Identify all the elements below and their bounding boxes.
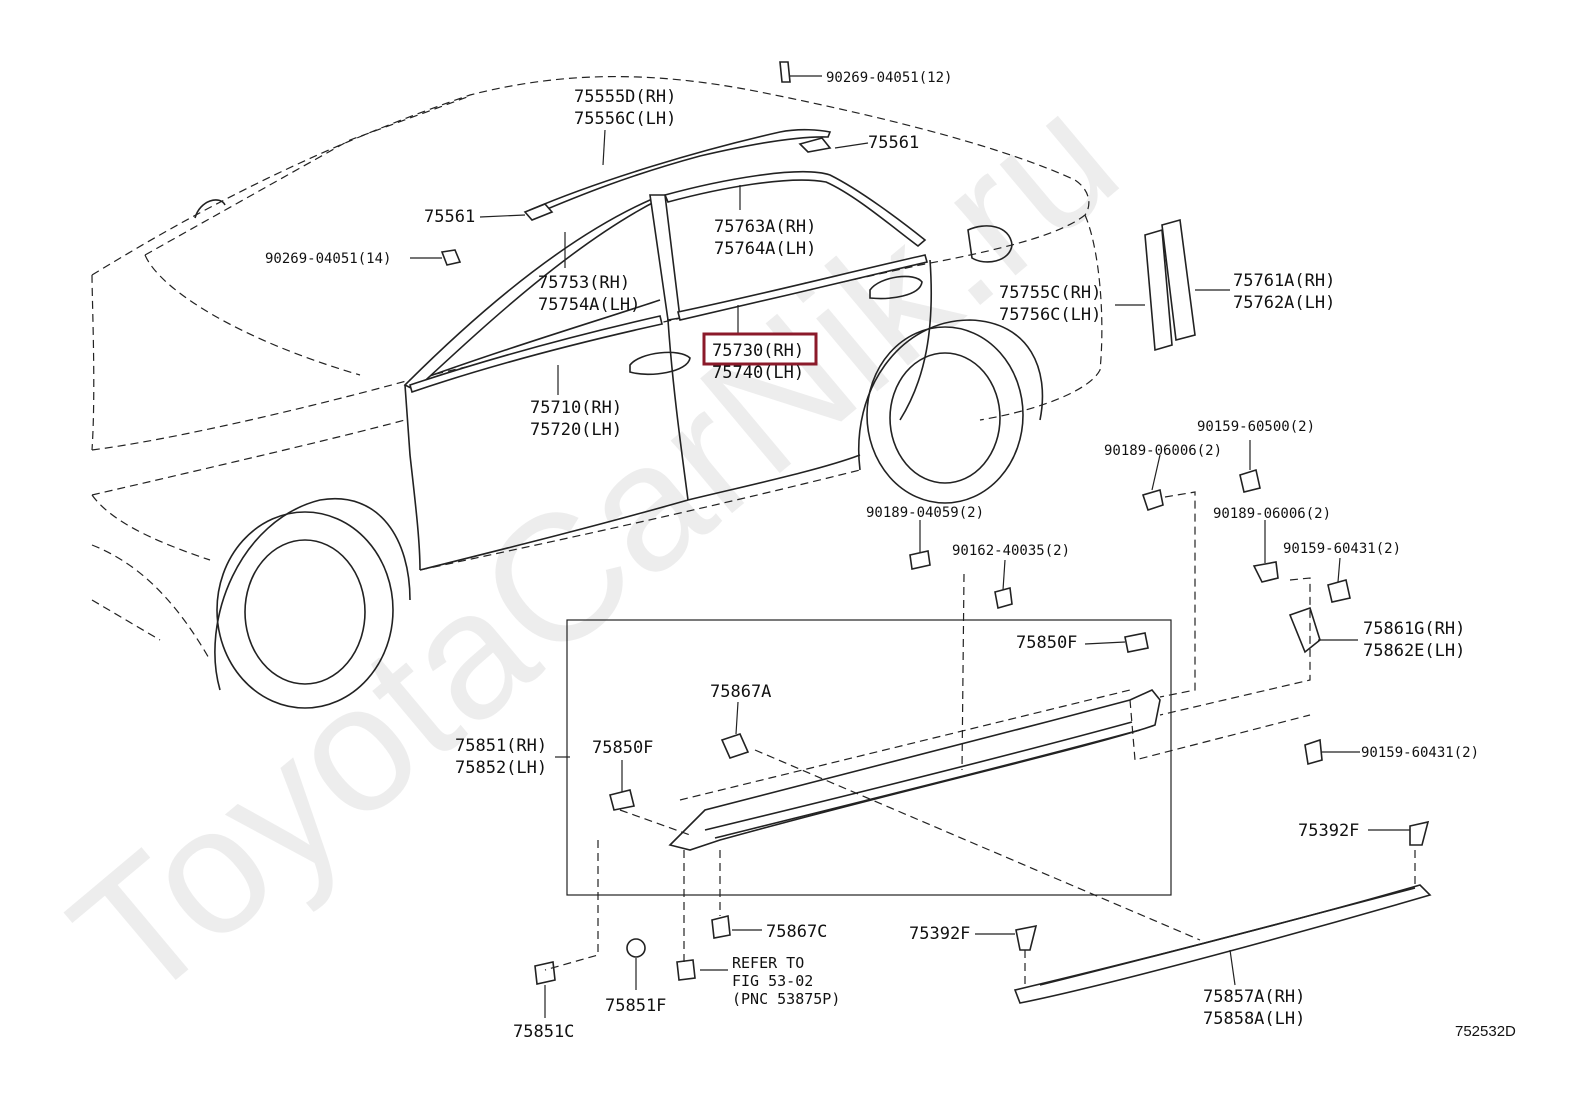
label-75867a: 75867A <box>710 682 771 702</box>
side-skirt <box>1013 884 1432 1004</box>
label-75392f-right: 75392F <box>1298 821 1359 841</box>
window-mouldings <box>403 128 928 394</box>
label-90189-06006-2b: 90189-06006(2) <box>1213 506 1331 522</box>
label-75763a-rh: 75763A(RH) <box>714 217 816 237</box>
label-75762a-lh: 75762A(LH) <box>1233 293 1335 313</box>
label-75730-rh: 75730(RH) <box>712 341 804 361</box>
label-75556c-lh: 75556C(LH) <box>574 109 676 129</box>
label-75710-rh: 75710(RH) <box>530 398 622 418</box>
part-labels: 90269-04051(12) 75555D(RH) 75556C(LH) 75… <box>265 70 1516 1042</box>
label-75720-lh: 75720(LH) <box>530 420 622 440</box>
rear-pillar-garnish <box>1144 218 1196 352</box>
label-75555d-rh: 75555D(RH) <box>574 87 676 107</box>
label-75740-lh: 75740(LH) <box>712 363 804 383</box>
roof-clips <box>440 61 832 266</box>
label-90189-04059-2: 90189-04059(2) <box>866 505 984 521</box>
label-75862e-lh: 75862E(LH) <box>1363 641 1465 661</box>
label-75861g-rh: 75861G(RH) <box>1363 619 1465 639</box>
guide-lines <box>544 491 1416 985</box>
label-75755c-rh: 75755C(RH) <box>999 283 1101 303</box>
label-90269-04051-12: 90269-04051(12) <box>826 70 952 86</box>
label-75756c-lh: 75756C(LH) <box>999 305 1101 325</box>
rocker-panel <box>668 689 1161 851</box>
label-75761a-rh: 75761A(RH) <box>1233 271 1335 291</box>
label-refer-line2: FIG 53-02 <box>732 972 813 990</box>
label-75851c: 75851C <box>513 1022 574 1042</box>
label-90189-06006-2a: 90189-06006(2) <box>1104 443 1222 459</box>
label-75561-left: 75561 <box>424 207 475 227</box>
label-75753-rh: 75753(RH) <box>538 273 630 293</box>
label-refer-line3: (PNC 53875P) <box>732 990 840 1008</box>
label-75561-top: 75561 <box>868 133 919 153</box>
label-90159-60500-2: 90159-60500(2) <box>1197 419 1315 435</box>
label-75858a-lh: 75858A(LH) <box>1203 1009 1305 1029</box>
label-75857a-rh: 75857A(RH) <box>1203 987 1305 1007</box>
label-90159-60431-2a: 90159-60431(2) <box>1283 541 1401 557</box>
label-75850f-right: 75850F <box>1016 633 1077 653</box>
rocker-assembly-box <box>566 619 1172 896</box>
label-refer-line1: REFER TO <box>732 954 804 972</box>
highlight-box <box>702 332 818 366</box>
label-75851-rh: 75851(RH) <box>455 736 547 756</box>
fasteners <box>534 468 1430 985</box>
label-75851f: 75851F <box>605 996 666 1016</box>
leader-lines <box>410 75 1410 1018</box>
label-75754a-lh: 75754A(LH) <box>538 295 640 315</box>
label-90159-60431-2b: 90159-60431(2) <box>1361 745 1479 761</box>
diagram-id: 752532D <box>1455 1023 1516 1040</box>
label-75764a-lh: 75764A(LH) <box>714 239 816 259</box>
car-doors <box>194 199 1044 709</box>
label-75850f-left: 75850F <box>592 738 653 758</box>
label-75867c: 75867C <box>766 922 827 942</box>
label-75852-lh: 75852(LH) <box>455 758 547 778</box>
label-90269-04051-14: 90269-04051(14) <box>265 251 391 267</box>
label-90162-40035-2: 90162-40035(2) <box>952 543 1070 559</box>
label-75392f-left: 75392F <box>909 924 970 944</box>
